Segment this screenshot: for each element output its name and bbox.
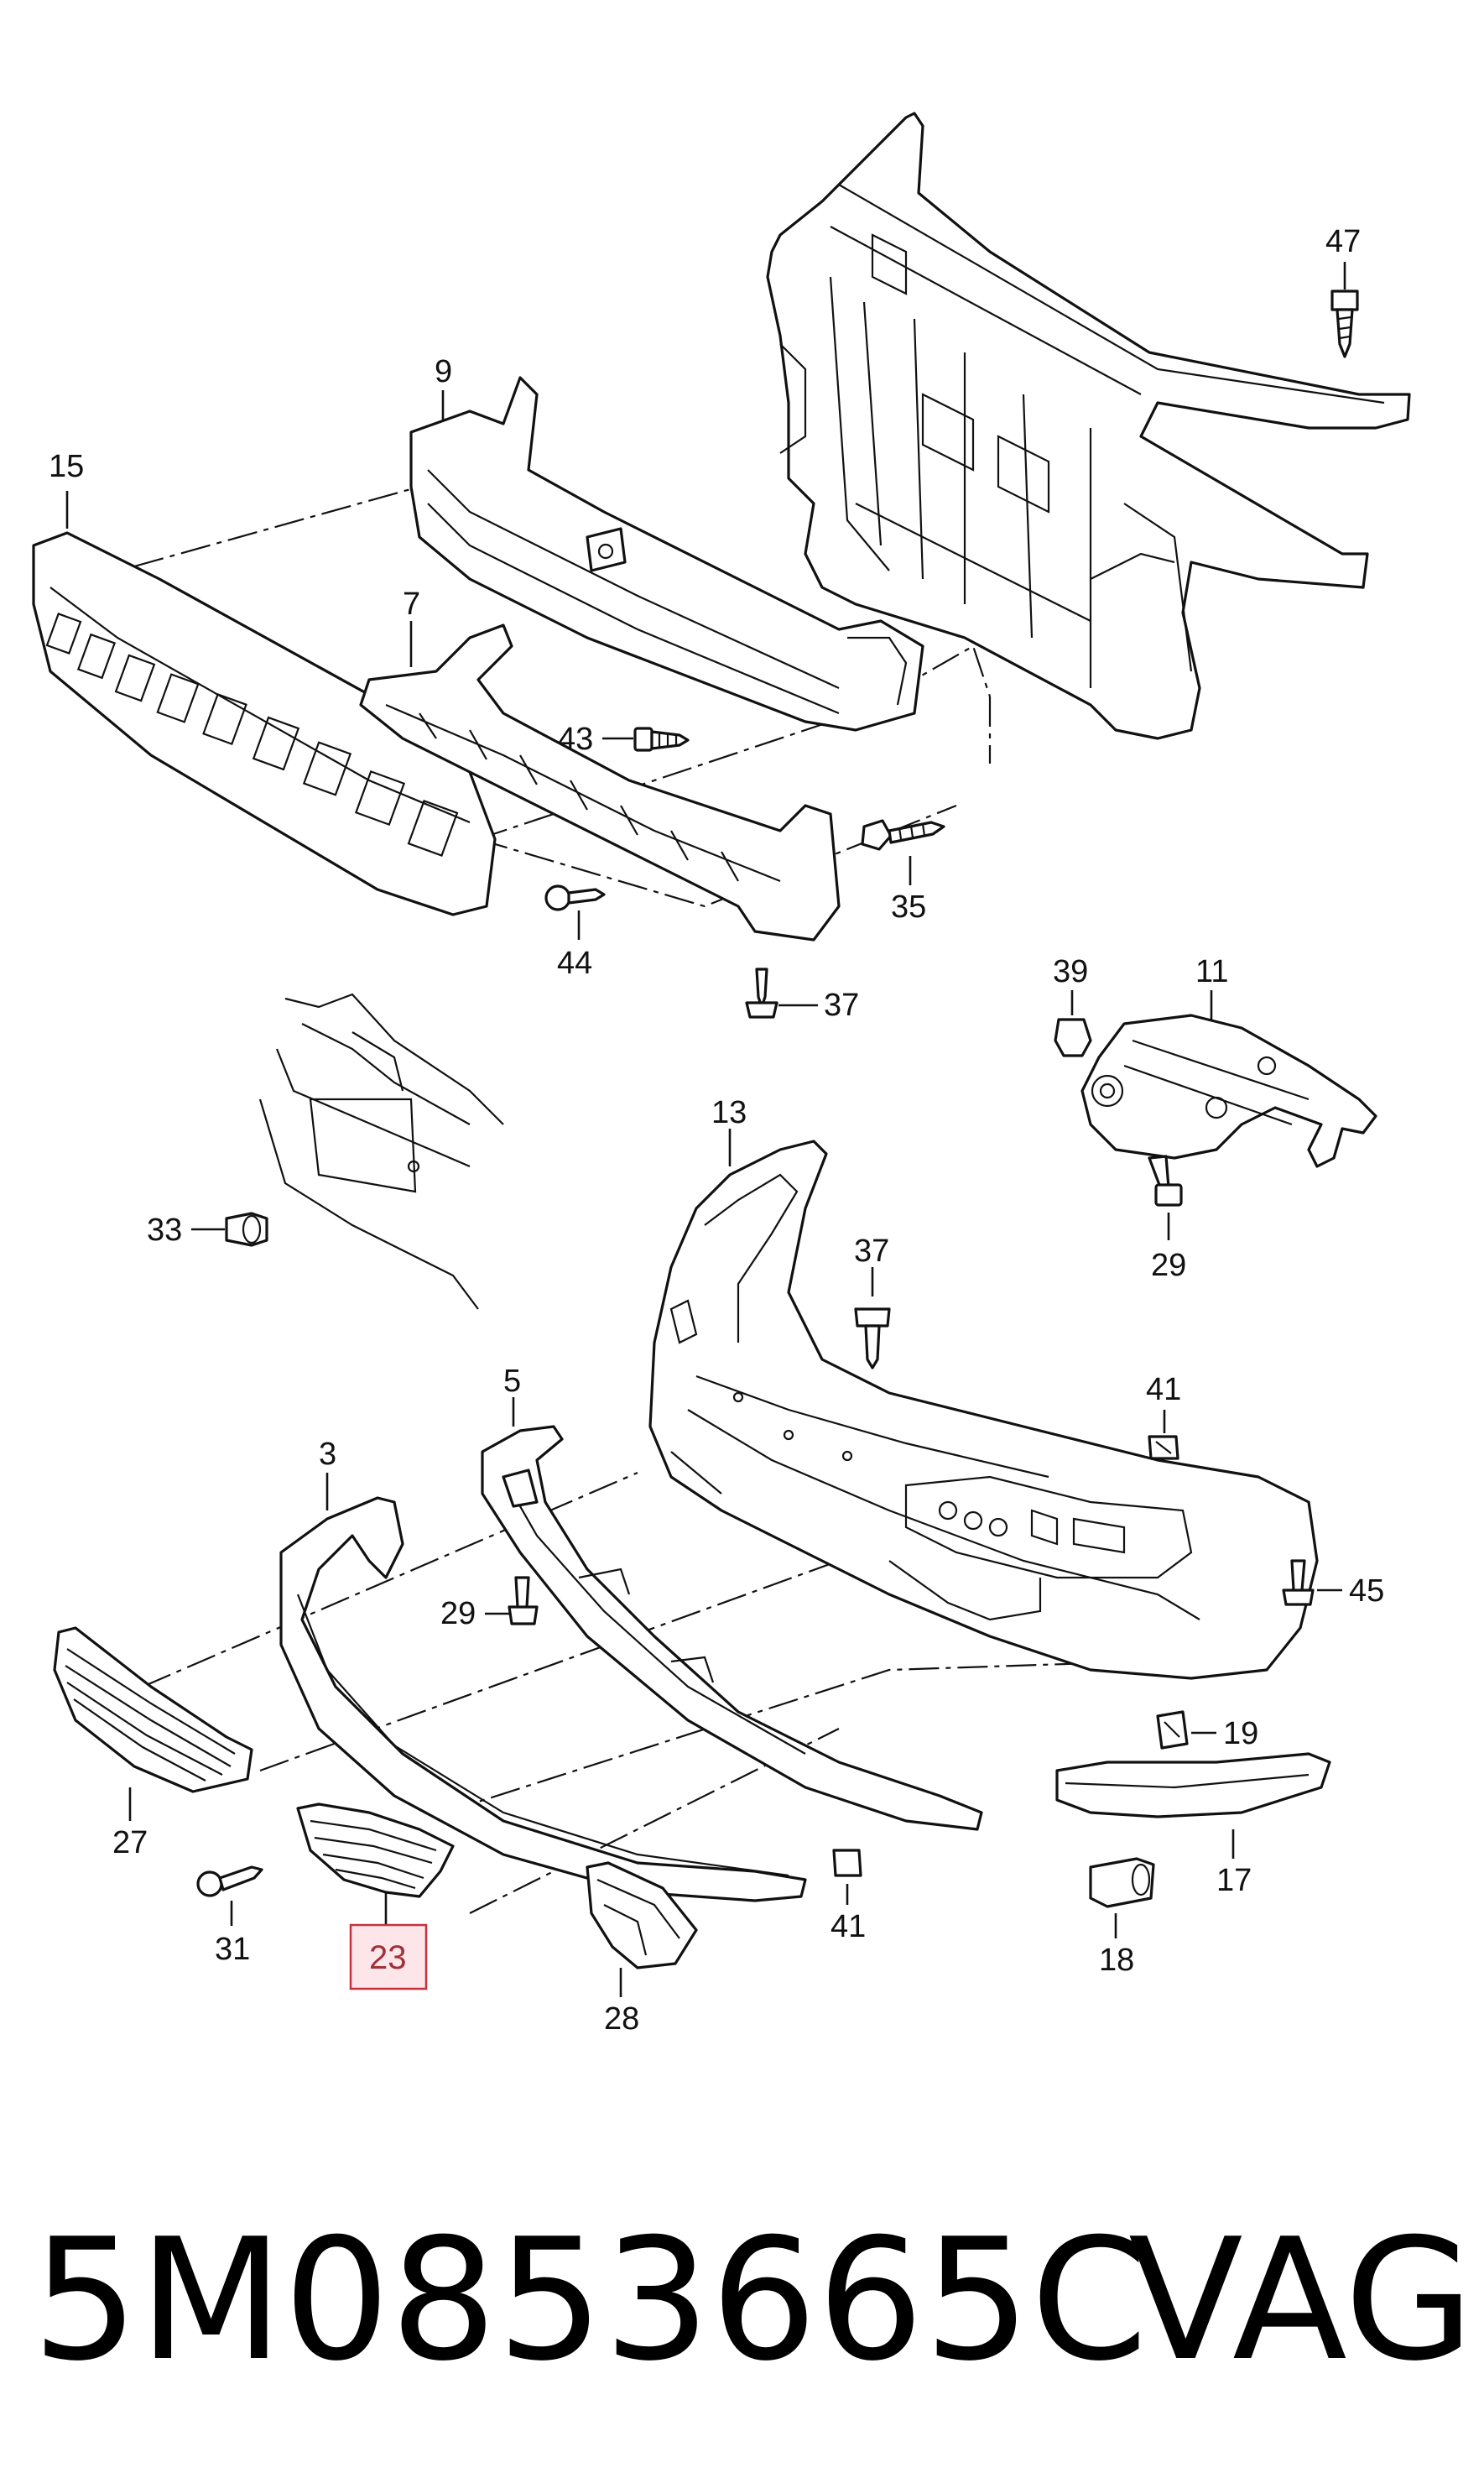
part-35-screw bbox=[861, 819, 945, 885]
label-5: 5 bbox=[503, 1364, 521, 1399]
part-19-clip bbox=[1156, 1710, 1216, 1750]
brand-name: VAG bbox=[1128, 2203, 1474, 2398]
part-28-bracket bbox=[586, 1861, 698, 1997]
part-31-screw bbox=[196, 1865, 263, 1926]
part-33-nut bbox=[191, 1212, 268, 1247]
label-37a: 37 bbox=[824, 988, 859, 1023]
label-11: 11 bbox=[1195, 954, 1228, 989]
label-47: 47 bbox=[1325, 224, 1361, 259]
part-15-energy-absorber bbox=[32, 491, 497, 916]
part-43-screw bbox=[602, 727, 690, 752]
label-13: 13 bbox=[711, 1095, 747, 1130]
label-27: 27 bbox=[112, 1825, 148, 1860]
part-45-screw bbox=[1282, 1559, 1342, 1606]
part-27-grille bbox=[53, 1626, 253, 1821]
label-29a: 29 bbox=[1151, 1248, 1186, 1283]
label-44: 44 bbox=[557, 946, 592, 981]
part-5-trim-strip bbox=[481, 1397, 983, 1831]
part-7-lower-carrier bbox=[359, 621, 841, 942]
label-17: 17 bbox=[1216, 1863, 1252, 1898]
part-37b-fastener bbox=[854, 1267, 891, 1369]
part-9-bumper-beam bbox=[409, 376, 924, 732]
highlight-box bbox=[349, 1923, 428, 1990]
label-31: 31 bbox=[215, 1932, 250, 1967]
part-13-bumper-cover bbox=[648, 1129, 1319, 1680]
label-39: 39 bbox=[1053, 954, 1088, 989]
label-19: 19 bbox=[1223, 1716, 1258, 1751]
label-33: 33 bbox=[147, 1213, 182, 1248]
label-41a: 41 bbox=[1146, 1372, 1181, 1407]
label-7: 7 bbox=[403, 587, 420, 622]
label-28: 28 bbox=[604, 2001, 639, 2037]
lock-carrier-frame bbox=[766, 112, 1411, 740]
part-11-bracket bbox=[1080, 990, 1377, 1168]
part-18-cap bbox=[1089, 1857, 1155, 1938]
label-15: 15 bbox=[49, 449, 84, 484]
label-43: 43 bbox=[558, 722, 593, 757]
label-35: 35 bbox=[891, 889, 926, 925]
part-29b-screw bbox=[485, 1576, 539, 1625]
absorber-cells bbox=[45, 613, 459, 857]
vehicle-front-outline bbox=[258, 993, 504, 1310]
part-41b-clip bbox=[832, 1849, 862, 1905]
callout-labels: 47 9 15 7 43 35 44 37 39 11 13 33 37 29 … bbox=[49, 224, 1384, 2037]
part-number: 5M0853665C bbox=[32, 2203, 1148, 2398]
label-29b: 29 bbox=[440, 1596, 476, 1631]
label-37b: 37 bbox=[854, 1234, 889, 1269]
label-3: 3 bbox=[319, 1437, 336, 1472]
part-23-grille bbox=[296, 1802, 455, 1926]
part-44-screw bbox=[544, 884, 606, 940]
part-37a-screw bbox=[745, 968, 818, 1019]
label-23-highlighted: 23 bbox=[369, 1939, 407, 1976]
label-45: 45 bbox=[1349, 1573, 1384, 1609]
part-3-lower-lip bbox=[279, 1473, 807, 1902]
label-41b: 41 bbox=[831, 1909, 866, 1944]
part-17-trim-strip bbox=[1055, 1752, 1331, 1859]
label-9: 9 bbox=[435, 354, 452, 389]
part-47-screw bbox=[1330, 262, 1359, 358]
part-29a-screw bbox=[1148, 1155, 1183, 1240]
label-18: 18 bbox=[1099, 1943, 1134, 1978]
part-39-clip bbox=[1054, 990, 1092, 1057]
part-41a-clip bbox=[1148, 1410, 1179, 1460]
